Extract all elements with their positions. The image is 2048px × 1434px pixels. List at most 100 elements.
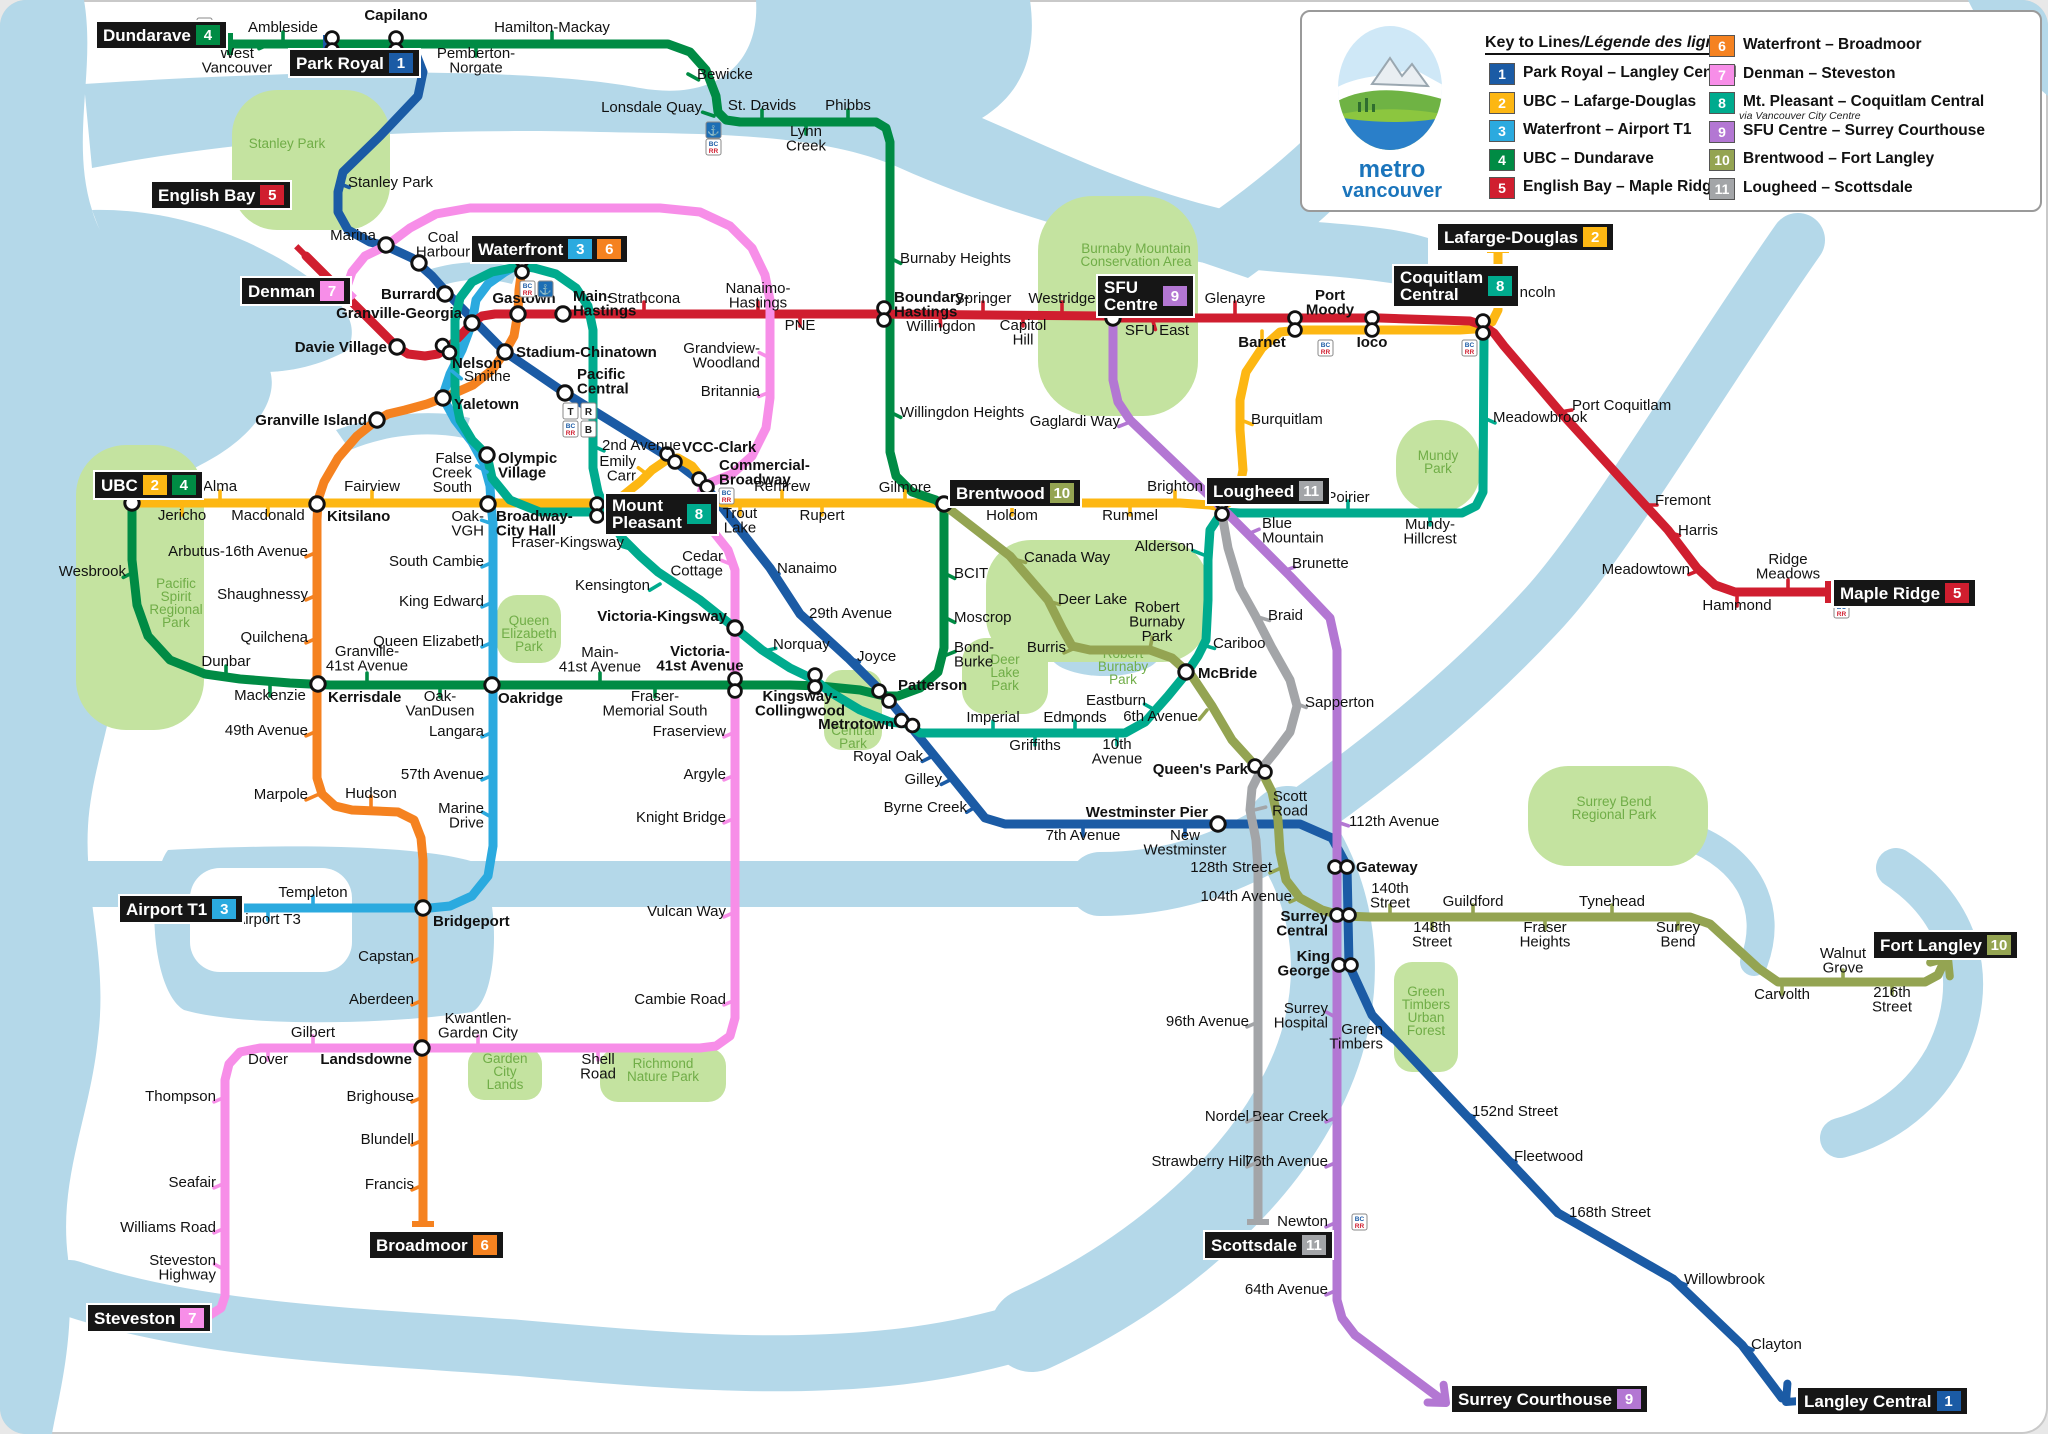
interchange-dot[interactable] <box>1287 322 1303 338</box>
station-tick[interactable] <box>647 582 662 592</box>
station-coquitlam-central[interactable] <box>1475 313 1491 341</box>
station-mount-pleasant[interactable] <box>589 496 605 524</box>
station-brunette[interactable]: Brunette <box>1281 555 1349 573</box>
station-gaglardi-way[interactable]: Gaglardi Way <box>1030 413 1132 430</box>
station-arbutus-16th-avenue[interactable]: Arbutus-16th Avenue <box>168 543 319 560</box>
interchange-dot[interactable] <box>441 344 458 361</box>
station-tick[interactable] <box>480 730 495 739</box>
station-tick[interactable] <box>686 72 701 82</box>
station-49th-avenue[interactable]: 49th Avenue <box>225 722 319 739</box>
interchange-dot[interactable] <box>1257 764 1273 780</box>
station-tick[interactable] <box>212 1226 227 1235</box>
station-tick[interactable] <box>722 730 737 739</box>
station-alderson[interactable]: Alderson <box>1135 538 1206 557</box>
station-glenayre[interactable]: Glenayre <box>1205 290 1266 316</box>
station-tick[interactable] <box>1293 701 1308 710</box>
station-alma[interactable]: Alma <box>203 478 238 505</box>
station-argyle[interactable]: Argyle <box>683 766 737 783</box>
station-tick[interactable] <box>920 754 935 764</box>
station-tynehead[interactable]: Tynehead <box>1579 893 1645 919</box>
station-tick[interactable] <box>1380 1031 1394 1043</box>
station-tick[interactable] <box>480 773 495 782</box>
station-smithe[interactable]: Smithe <box>450 368 511 385</box>
station-pne[interactable]: PNE <box>785 312 816 334</box>
station-guildford[interactable]: Guildford <box>1443 893 1504 919</box>
station-tick[interactable] <box>304 636 319 645</box>
station-dot[interactable] <box>414 899 432 917</box>
station-tick[interactable] <box>212 1181 227 1190</box>
station-strathcona[interactable]: Strathcona <box>608 290 681 316</box>
station-newton[interactable]: Newton <box>1277 1213 1339 1230</box>
station-tick[interactable] <box>591 444 606 453</box>
interchange-dot[interactable] <box>1339 859 1355 875</box>
station-tick[interactable] <box>410 998 425 1007</box>
station-tick[interactable] <box>410 1095 425 1104</box>
station-knight-bridge[interactable]: Knight Bridge <box>636 809 737 826</box>
station-commercial-broadway[interactable]: Commercial-Broadway <box>691 457 810 495</box>
station-norquay[interactable]: Norquay <box>762 636 830 653</box>
station-tick[interactable] <box>480 640 495 649</box>
station-imperial[interactable]: Imperial <box>966 709 1020 735</box>
station-tick[interactable] <box>121 570 136 580</box>
station-templeton[interactable]: Templeton <box>278 884 348 910</box>
station-mcbride[interactable]: McBride <box>1177 663 1257 682</box>
interchange-dot[interactable] <box>1214 506 1230 522</box>
station-hudson[interactable]: Hudson <box>345 785 397 810</box>
station-joyce[interactable]: Joyce <box>846 648 896 665</box>
station-stadium-chinatown[interactable]: Stadium-Chinatown <box>496 343 657 361</box>
station-tick[interactable] <box>474 464 489 474</box>
station-tick[interactable] <box>1142 702 1157 712</box>
station-tick[interactable] <box>798 612 813 621</box>
station-29th-avenue[interactable]: 29th Avenue <box>798 605 892 622</box>
station-phibbs[interactable]: Phibbs <box>825 97 871 124</box>
station-dot[interactable] <box>496 343 514 361</box>
station-davie-village[interactable]: Davie Village <box>295 338 406 356</box>
station-granville-island[interactable]: Granville Island <box>255 411 386 429</box>
station-tick[interactable] <box>1256 615 1272 623</box>
station-tick[interactable] <box>410 955 425 964</box>
station-westridge[interactable]: Westridge <box>1028 290 1096 316</box>
station-kwantlen-garden-city[interactable]: Kwantlen-Garden City <box>438 1010 519 1050</box>
station-dot[interactable] <box>1177 663 1195 681</box>
station-tick[interactable] <box>1245 1160 1260 1169</box>
station-thompson[interactable]: Thompson <box>145 1088 227 1105</box>
station-wesbrook[interactable]: Wesbrook <box>59 563 136 580</box>
station-152nd-street[interactable]: 152nd Street <box>1461 1103 1559 1120</box>
station-tick[interactable] <box>1012 557 1028 565</box>
station-tick[interactable] <box>304 793 319 802</box>
station-willowbrook[interactable]: Willowbrook <box>1673 1271 1765 1288</box>
station-renfrew[interactable]: Renfrew <box>754 478 810 505</box>
station-edmonds[interactable]: Edmonds <box>1043 709 1107 735</box>
station-yaletown[interactable]: Yaletown <box>434 389 519 413</box>
station-clayton[interactable]: Clayton <box>1740 1336 1802 1353</box>
station-lonsdale-quay[interactable]: Lonsdale Quay <box>601 99 716 118</box>
station-tick[interactable] <box>480 600 495 609</box>
station-capilano[interactable]: Capilano <box>364 7 428 58</box>
station-gilley[interactable]: Gilley <box>904 771 954 788</box>
station-oak-vgh[interactable]: Oak-VGH <box>451 508 495 540</box>
station-byrne-creek[interactable]: Byrne Creek <box>884 799 979 816</box>
station-meadowtown[interactable]: Meadowtown <box>1602 561 1702 578</box>
station-dot[interactable] <box>368 411 386 429</box>
station-canada-way[interactable]: Canada Way <box>1012 549 1111 566</box>
station-patterson[interactable]: Patterson <box>871 677 968 709</box>
station-burnaby-heights[interactable]: Burnaby Heights <box>888 250 1011 267</box>
station-willingdon[interactable]: Willingdon <box>906 312 976 335</box>
station-tick[interactable] <box>480 810 495 820</box>
station-quilchena[interactable]: Quilchena <box>240 629 319 646</box>
station-mackenzie[interactable]: Mackenzie <box>234 682 306 704</box>
station-dot[interactable] <box>413 1039 431 1057</box>
